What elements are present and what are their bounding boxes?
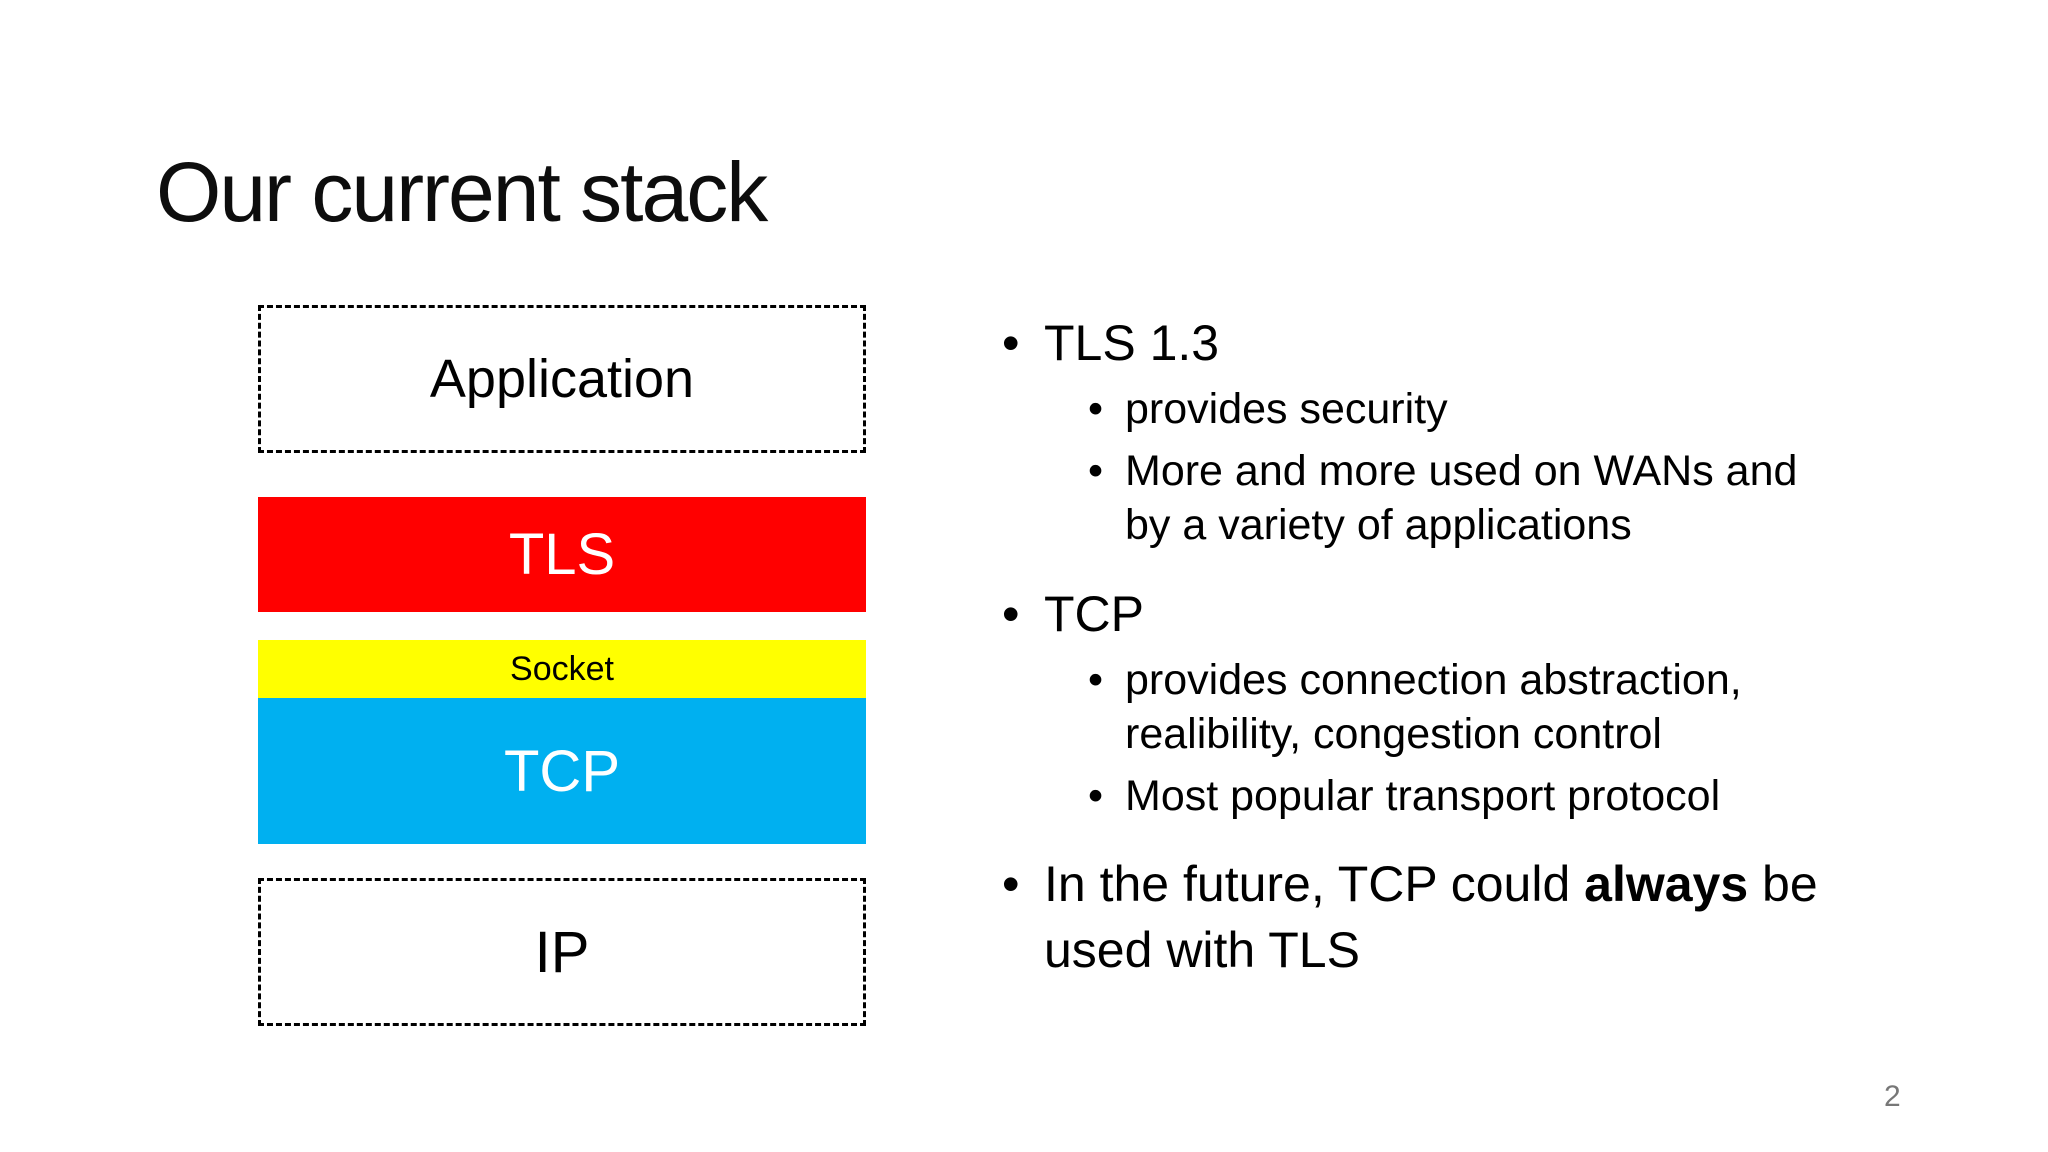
stack-layer-application-label: Application <box>429 349 695 409</box>
slide-title: Our current stack <box>156 145 768 239</box>
bullet-text: TLS 1.3 <box>1044 315 1220 371</box>
bullet-text-part: In the future, TCP could <box>1044 856 1585 913</box>
bullet-marker: • <box>1088 385 1104 433</box>
bullet-marker: • <box>1002 315 1020 371</box>
bullet-text-bold-always: always <box>1584 856 1749 913</box>
stack-layer-tcp-label: TCP <box>504 738 620 804</box>
stack-layer-tls: TLS <box>258 497 866 612</box>
stack-layer-ip: IP <box>258 878 866 1026</box>
bullet-marker: • <box>1088 655 1104 704</box>
page-number: 2 <box>1884 1080 1901 1113</box>
stack-layer-ip-label: IP <box>534 919 590 985</box>
stack-layer-application: Application <box>258 305 866 453</box>
bullet-text: TCP <box>1044 585 1144 642</box>
bullet-list: • TLS 1.3 • provides security • More and… <box>1002 310 1952 983</box>
bullet-text: provides connection abstraction, realibi… <box>1125 655 1742 758</box>
bullet-text: provides security <box>1125 385 1448 433</box>
bullet-in-the-future: • In the future, TCP could always be use… <box>1002 851 1952 983</box>
bullet-marker: • <box>1088 771 1104 820</box>
bullet-marker: • <box>1002 585 1020 642</box>
bullet-most-popular-transport: • Most popular transport protocol <box>1088 769 1952 823</box>
bullet-marker: • <box>1088 447 1104 496</box>
bullet-tls-13: • TLS 1.3 <box>1002 310 1952 376</box>
bullet-tcp: • TCP <box>1002 581 1952 647</box>
bullet-marker: • <box>1002 856 1020 913</box>
bullet-text: In the future, TCP could always be used … <box>1044 851 1818 983</box>
bullet-text: More and more used on WANs and by a vari… <box>1125 447 1798 550</box>
bullet-provides-connection-abstraction: • provides connection abstraction, reali… <box>1088 653 1952 761</box>
bullet-provides-security: • provides security <box>1088 382 1952 436</box>
stack-layer-tls-label: TLS <box>508 522 616 587</box>
stack-layer-socket-label: Socket <box>510 649 614 688</box>
stack-layer-tcp: TCP <box>258 698 866 844</box>
bullet-text-part: be used with TLS <box>1044 856 1818 979</box>
bullet-more-and-more-used: • More and more used on WANs and by a va… <box>1088 444 1952 552</box>
bullet-text: Most popular transport protocol <box>1125 771 1721 820</box>
stack-layer-socket: Socket <box>258 640 866 698</box>
